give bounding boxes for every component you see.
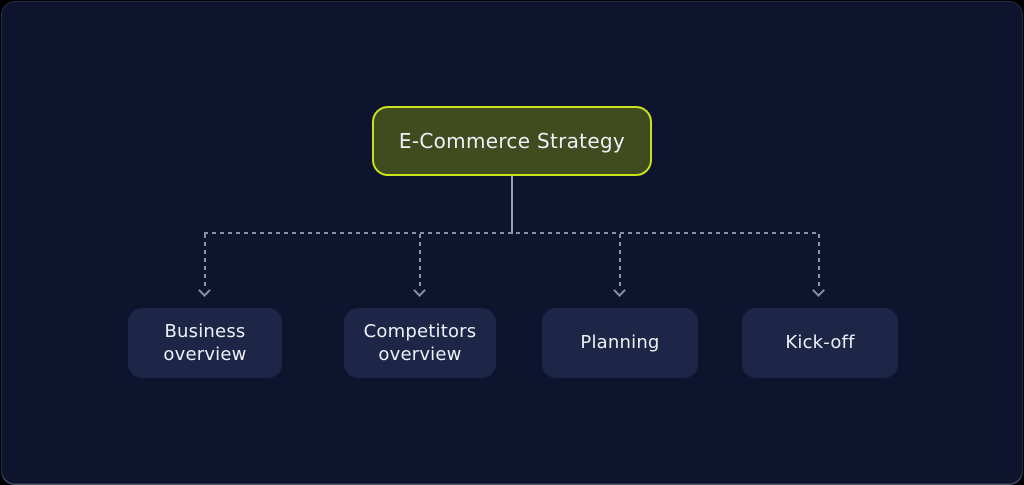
connector-drop — [204, 234, 206, 286]
child-node-label: Business overview — [163, 320, 247, 365]
child-node-business-overview[interactable]: Business overview — [128, 308, 282, 378]
connector-drop — [818, 234, 820, 286]
child-node-kick-off[interactable]: Kick-off — [742, 308, 898, 378]
child-node-label: Planning — [580, 332, 660, 354]
connector-drop — [619, 234, 621, 286]
root-node-label: E-Commerce Strategy — [398, 129, 626, 153]
child-node-planning[interactable]: Planning — [542, 308, 698, 378]
root-node-ecommerce-strategy[interactable]: E-Commerce Strategy — [372, 106, 652, 176]
connector-drop — [419, 234, 421, 286]
child-node-label: Competitors overview — [363, 320, 477, 365]
child-node-label: Kick-off — [785, 332, 855, 354]
child-node-competitors-overview[interactable]: Competitors overview — [344, 308, 496, 378]
connector-rail — [204, 232, 819, 234]
connector-trunk — [511, 176, 513, 234]
